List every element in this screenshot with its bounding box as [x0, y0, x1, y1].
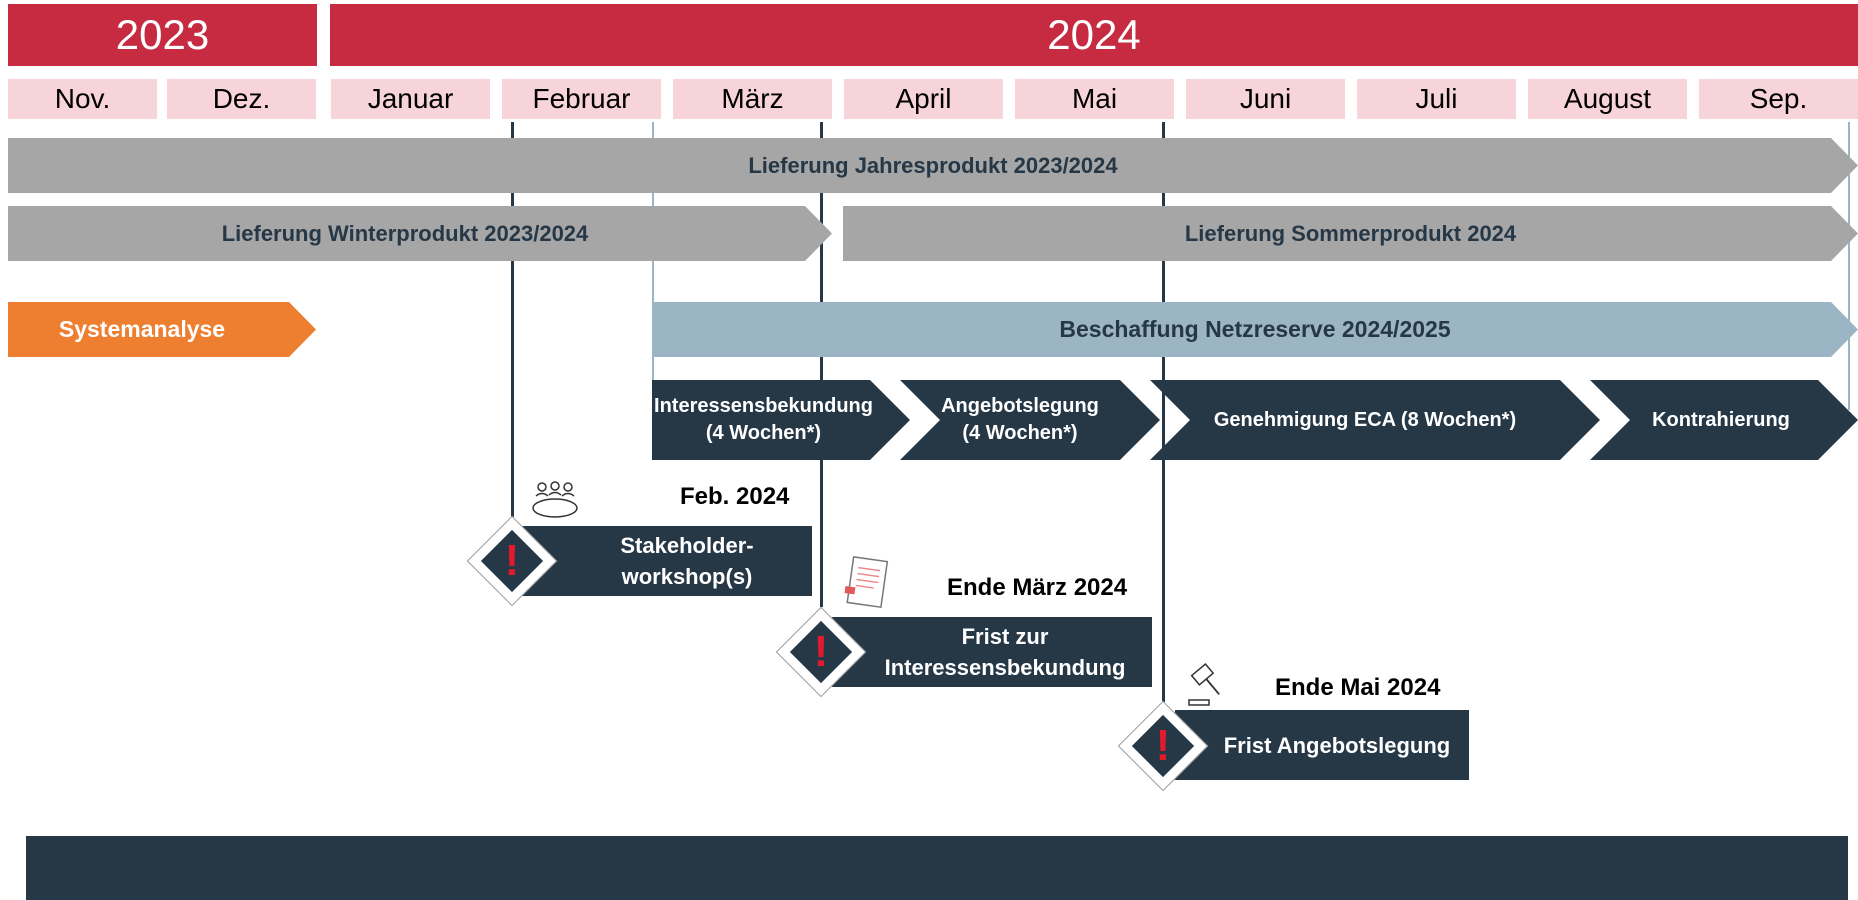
bar-netzreserve: Beschaffung Netzreserve 2024/2025 [652, 302, 1858, 357]
phase-angebotslegung-title: Angebotslegung [941, 395, 1099, 417]
bar-winterprodukt: Lieferung Winterprodukt 2023/2024 [8, 206, 832, 261]
alert-diamond-angebotslegung: ! [1117, 700, 1209, 792]
phase-kontrahierung: Kontrahierung [1590, 380, 1858, 460]
year-2024: 2024 [330, 4, 1858, 66]
milestone-interessensbekundung-line1: Frist zur [961, 624, 1049, 649]
milestone-workshop-line2: workshop(s) [621, 564, 753, 589]
month-juni: Juni [1186, 79, 1345, 119]
month-juli: Juli [1357, 79, 1516, 119]
footer-bar [26, 836, 1848, 900]
phase-angebotslegung: Angebotslegung (4 Wochen*) [900, 380, 1160, 460]
milestone-angebotslegung-date: Ende Mai 2024 [1275, 674, 1441, 701]
milestone-workshop-box: Stakeholder- workshop(s) [522, 526, 812, 596]
alert-icon: ! [504, 536, 520, 585]
month-mai: Mai [1015, 79, 1174, 119]
phase-interessensbekundung: Interessensbekundung (4 Wochen*) [652, 380, 910, 460]
marker-line-sep [1848, 122, 1850, 410]
meeting-icon [532, 481, 578, 518]
gavel-icon [1188, 662, 1220, 706]
alert-icon: ! [813, 627, 829, 676]
alert-diamond-workshop: ! [466, 515, 558, 607]
milestone-angebotslegung-box: Frist Angebotslegung [1175, 710, 1469, 780]
alert-diamond-interessensbekundung: ! [775, 606, 867, 698]
marker-line-maerz-end [820, 122, 823, 607]
month-januar: Januar [331, 79, 490, 119]
month-nov: Nov. [8, 79, 157, 119]
bar-systemanalyse: Systemanalyse [8, 302, 316, 357]
phase-interessensbekundung-duration: (4 Wochen*) [705, 422, 822, 444]
milestone-angebotslegung-label: Frist Angebotslegung [1223, 732, 1451, 758]
phase-interessensbekundung-title: Interessensbekundung [654, 395, 873, 417]
year-2023: 2023 [8, 4, 317, 66]
milestone-interessensbekundung-line2: Interessensbekundung [884, 655, 1126, 680]
phase-genehmigung: Genehmigung ECA (8 Wochen*) [1150, 380, 1600, 460]
month-sep: Sep. [1699, 79, 1858, 119]
milestone-workshop-line1: Stakeholder- [620, 533, 754, 558]
marker-line-februar [511, 122, 514, 517]
milestone-workshop-date: Feb. 2024 [680, 483, 790, 510]
phase-angebotslegung-duration: (4 Wochen*) [962, 422, 1078, 444]
month-dez: Dez. [167, 79, 316, 119]
bar-sommerprodukt: Lieferung Sommerprodukt 2024 [843, 206, 1858, 261]
document-icon [844, 556, 889, 609]
marker-line-mai [1162, 122, 1165, 702]
alert-icon: ! [1155, 721, 1171, 770]
milestone-interessensbekundung-box: Frist zur Interessensbekundung [832, 617, 1152, 687]
bar-jahresprodukt: Lieferung Jahresprodukt 2023/2024 [8, 138, 1858, 193]
month-august: August [1528, 79, 1687, 119]
month-februar: Februar [502, 79, 661, 119]
month-april: April [844, 79, 1003, 119]
milestone-interessensbekundung-date: Ende März 2024 [947, 574, 1128, 601]
month-maerz: März [673, 79, 832, 119]
